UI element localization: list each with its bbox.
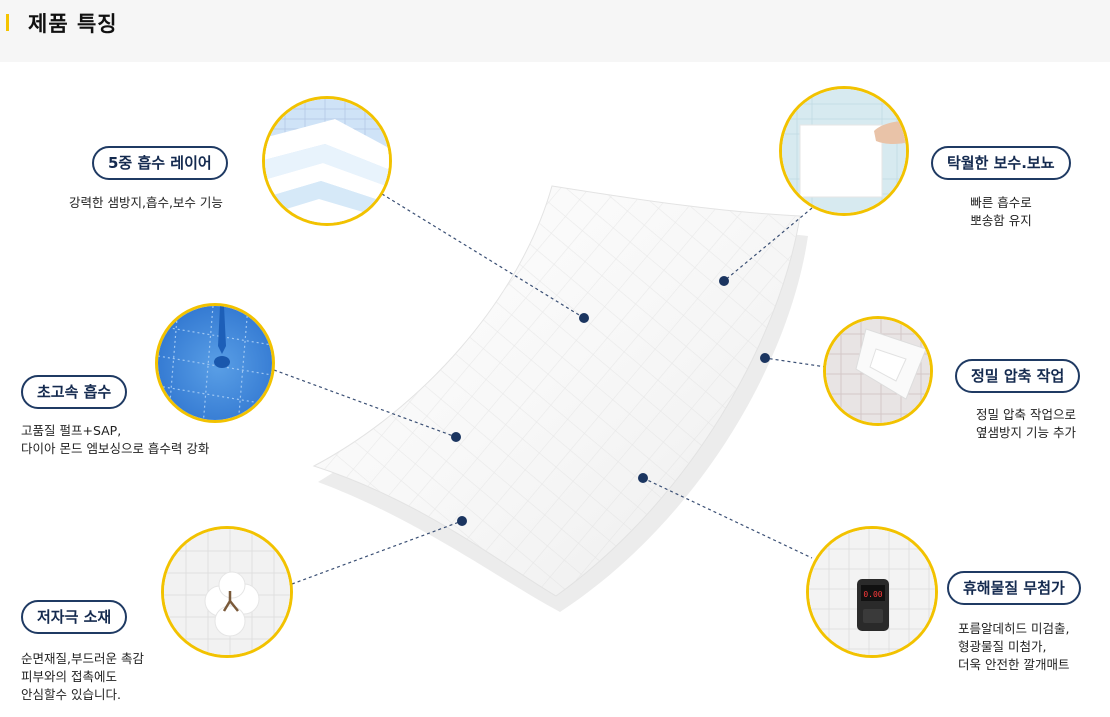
desc-line: 순면재질,부드러운 촉감 <box>21 651 144 666</box>
feature-label-layers: 5중 흡수 레이어 <box>92 146 228 180</box>
connector-dot-6 <box>638 473 648 483</box>
page-title: 제품 특징 <box>28 12 118 36</box>
desc-line: 옆샘방지 기능 추가 <box>976 425 1076 440</box>
dry-surface-photo <box>779 86 909 216</box>
feature-desc-no-harmful: 포름알데히드 미검출, 형광물질 미첨가, 더욱 안전한 깔개매트 <box>958 620 1069 674</box>
absorption-photo <box>155 303 275 423</box>
section-header: 제품 특징 <box>0 0 1110 62</box>
device-readout: 0.00 <box>863 590 882 599</box>
desc-line: 피부와의 접촉에도 <box>21 669 117 684</box>
desc-line: 다이아 몬드 엠보싱으로 흡수력 강화 <box>21 441 210 456</box>
safety-test-photo: 0.00 <box>806 526 938 658</box>
desc-line: 강력한 샘방지,흡수,보수 기능 <box>69 195 223 210</box>
compression-photo <box>823 316 933 426</box>
feature-label-hypoallergenic: 저자극 소재 <box>21 600 128 634</box>
desc-line: 고품질 펄프+SAP, <box>21 423 122 438</box>
connector-dot-3 <box>457 516 467 526</box>
accent-bar <box>6 14 9 31</box>
connector-dot-4 <box>719 276 729 286</box>
connector-line-6 <box>642 477 813 559</box>
feature-desc-layers: 강력한 샘방지,흡수,보수 기능 <box>69 194 223 212</box>
desc-line: 더욱 안전한 깔개매트 <box>958 657 1070 672</box>
desc-line: 형광물질 미첨가, <box>958 639 1047 654</box>
connector-dot-1 <box>579 313 589 323</box>
feature-label-absorption: 초고속 흡수 <box>21 375 128 409</box>
desc-line: 안심할수 있습니다. <box>21 687 121 702</box>
feature-desc-absorption: 고품질 펄프+SAP, 다이아 몬드 엠보싱으로 흡수력 강화 <box>21 422 209 458</box>
desc-line: 뽀송함 유지 <box>970 213 1032 228</box>
connector-line-2 <box>273 369 457 438</box>
feature-desc-hypoallergenic: 순면재질,부드러운 촉감 피부와의 접촉에도 안심할수 있습니다. <box>21 650 144 704</box>
layers-photo <box>262 96 392 226</box>
feature-label-retention: 탁월한 보수.보뇨 <box>931 146 1071 180</box>
connector-line-3 <box>291 520 463 585</box>
feature-desc-compression: 정밀 압축 작업으로 옆샘방지 기능 추가 <box>956 406 1096 442</box>
desc-line: 빠른 흡수로 <box>970 195 1032 210</box>
connector-dot-5 <box>760 353 770 363</box>
desc-line: 포름알데히드 미검출, <box>958 621 1070 636</box>
connector-line-5 <box>764 357 827 368</box>
desc-line: 정밀 압축 작업으로 <box>976 407 1076 422</box>
cotton-photo <box>161 526 293 658</box>
connector-line-4 <box>723 207 813 282</box>
feature-label-compression: 정밀 압축 작업 <box>955 359 1081 393</box>
feature-desc-retention: 빠른 흡수로 뽀송함 유지 <box>951 194 1051 230</box>
connector-dot-2 <box>451 432 461 442</box>
feature-label-no-harmful: 휴해물질 무첨가 <box>947 571 1081 605</box>
